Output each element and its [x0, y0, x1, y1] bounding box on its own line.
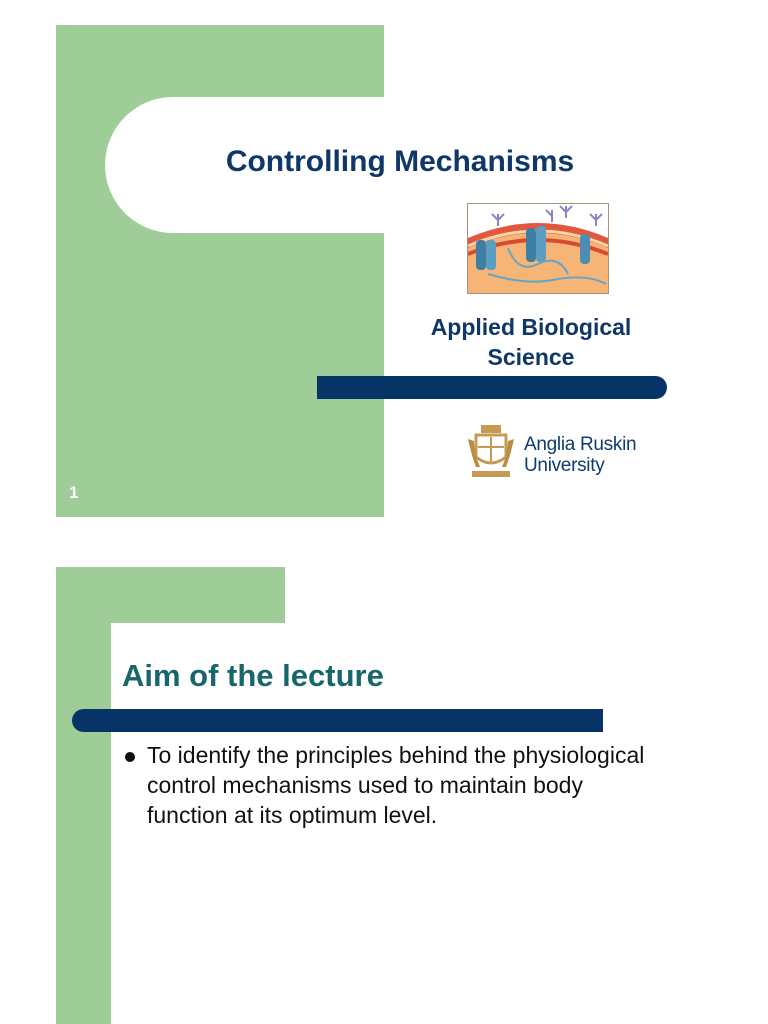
title-cap-shape — [105, 97, 435, 233]
university-name-line-1: Anglia Ruskin — [524, 434, 637, 455]
coat-of-arms-icon — [468, 425, 514, 477]
panel-corner-shape — [111, 623, 141, 653]
bullet-item: To identify the principles behind the ph… — [122, 740, 662, 830]
accent-bar — [72, 709, 603, 732]
bullet-list: To identify the principles behind the ph… — [122, 740, 662, 830]
green-panel-side — [56, 567, 111, 1024]
slide-1-subtitle: Applied Biological Science — [430, 314, 632, 370]
bullet-dot-icon — [125, 752, 135, 762]
slide-number: 1 — [69, 483, 79, 502]
slide-2-title: Aim of the lecture — [122, 658, 384, 693]
university-name: Anglia Ruskin University — [524, 434, 637, 476]
university-logo — [466, 423, 646, 483]
cell-membrane-illustration — [468, 205, 608, 293]
bullet-text: To identify the principles behind the ph… — [147, 742, 645, 828]
university-name-line-2: University — [524, 455, 605, 476]
slide-1-title: Controlling Mechanisms — [225, 145, 575, 178]
accent-bar — [317, 376, 667, 399]
cell-membrane-image — [467, 203, 609, 294]
